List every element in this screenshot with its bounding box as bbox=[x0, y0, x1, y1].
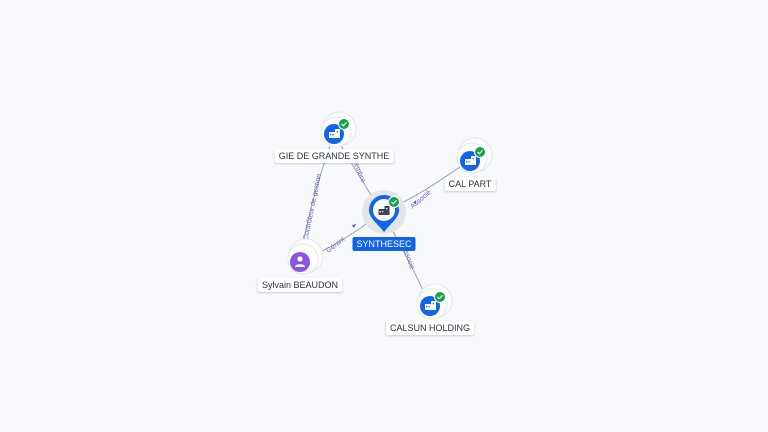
node-label-gie[interactable]: GIE DE GRANDE SYNTHE bbox=[274, 149, 394, 163]
verified-check-icon bbox=[388, 196, 400, 208]
building-icon bbox=[465, 156, 476, 165]
node-center[interactable] bbox=[362, 190, 406, 234]
node-calpart[interactable] bbox=[456, 137, 493, 174]
edge-arrows bbox=[352, 200, 416, 228]
verified-check-icon bbox=[474, 146, 486, 158]
node-sylvain[interactable] bbox=[287, 238, 324, 275]
person-icon bbox=[295, 256, 305, 267]
arrow-calpart-center bbox=[413, 200, 416, 204]
building-icon bbox=[378, 206, 390, 215]
building-icon bbox=[329, 129, 340, 138]
edge-label-sylvain-gie: Contrôleur de gestion bbox=[303, 173, 323, 240]
verified-check-icon bbox=[434, 291, 446, 303]
node-label-sylvain[interactable]: Sylvain BEAUDON bbox=[257, 278, 343, 292]
building-icon bbox=[425, 301, 436, 310]
arrow-sylvain-center bbox=[352, 224, 356, 228]
edge-label-sylvain-center: Gérant bbox=[325, 236, 346, 255]
verified-check-icon bbox=[338, 118, 350, 130]
node-calsun[interactable] bbox=[416, 283, 453, 320]
node-label-calsun[interactable]: CALSUN HOLDING bbox=[385, 321, 475, 335]
node-gie[interactable] bbox=[320, 111, 357, 148]
node-label-calpart[interactable]: CAL PART bbox=[444, 177, 496, 191]
node-label-center[interactable]: SYNTHESEC bbox=[352, 237, 416, 251]
